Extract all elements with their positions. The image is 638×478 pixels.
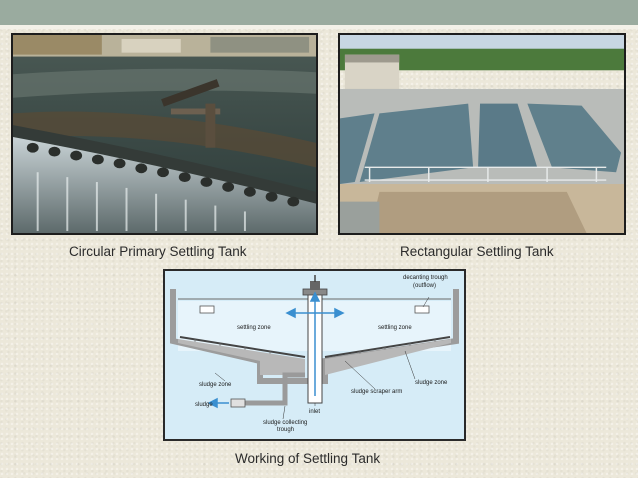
label-settling-zone-left: settling zone <box>237 325 271 331</box>
header-divider <box>0 25 638 29</box>
circular-tank-caption: Circular Primary Settling Tank <box>69 244 247 259</box>
circular-tank-photo <box>11 33 318 235</box>
diagram-caption: Working of Settling Tank <box>235 451 381 466</box>
label-inlet: inlet <box>309 409 320 415</box>
label-sludge-zone-right: sludge zone <box>415 380 448 386</box>
rectangular-tank-photo <box>338 33 626 235</box>
settling-tank-diagram: decanting trough (outflow) settling zone… <box>163 269 466 441</box>
label-sludge: sludge <box>195 402 213 408</box>
label-sludge-scraper-arm: sludge scraper arm <box>351 389 402 395</box>
label-settling-zone-right: settling zone <box>378 325 412 331</box>
rectangular-tank-caption: Rectangular Settling Tank <box>400 244 554 259</box>
label-decanting-trough: decanting trough <box>403 275 448 281</box>
label-trough: trough <box>277 427 294 433</box>
label-outflow: (outflow) <box>413 283 436 289</box>
slide-header-bar <box>0 0 638 25</box>
label-sludge-collecting: sludge collecting <box>263 420 307 426</box>
label-sludge-zone-left: sludge zone <box>199 382 232 388</box>
